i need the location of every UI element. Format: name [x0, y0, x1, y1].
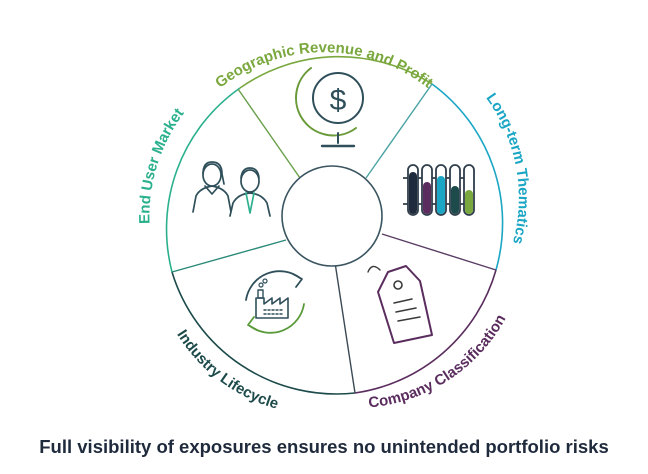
wheel-spokes: [171, 83, 497, 394]
segment-label-lifecycle: Industry Lifecycle: [173, 327, 280, 413]
spoke-5: [171, 239, 287, 273]
svg-text:$: $: [330, 84, 347, 117]
segment-label-thematics: Long-term Thematics: [483, 90, 532, 246]
rim-arc-thematics: [431, 83, 504, 271]
rim-arc-lifecycle: [171, 271, 356, 395]
factory-cycle-icon: [245, 270, 305, 334]
spoke-1: [237, 88, 301, 179]
spoke-4: [333, 255, 356, 394]
people-icon: [192, 161, 271, 217]
exposure-wheel-diagram: Geographic Revenue and Profit Long-term …: [136, 39, 532, 413]
wheel-rim: [165, 55, 504, 395]
rim-arc-classification: [354, 269, 497, 394]
spoke-2: [365, 83, 433, 179]
diagram-caption: Full visibility of exposures ensures no …: [39, 436, 609, 457]
spoke-3: [381, 233, 497, 271]
test-tubes-icon: [403, 164, 475, 216]
wheel-hub: [281, 165, 383, 267]
rim-arc-geographic: [239, 55, 433, 89]
globe-dollar-icon: $: [295, 67, 364, 148]
price-tag-icon: [367, 265, 433, 344]
rim-arc-enduser: [165, 87, 241, 273]
